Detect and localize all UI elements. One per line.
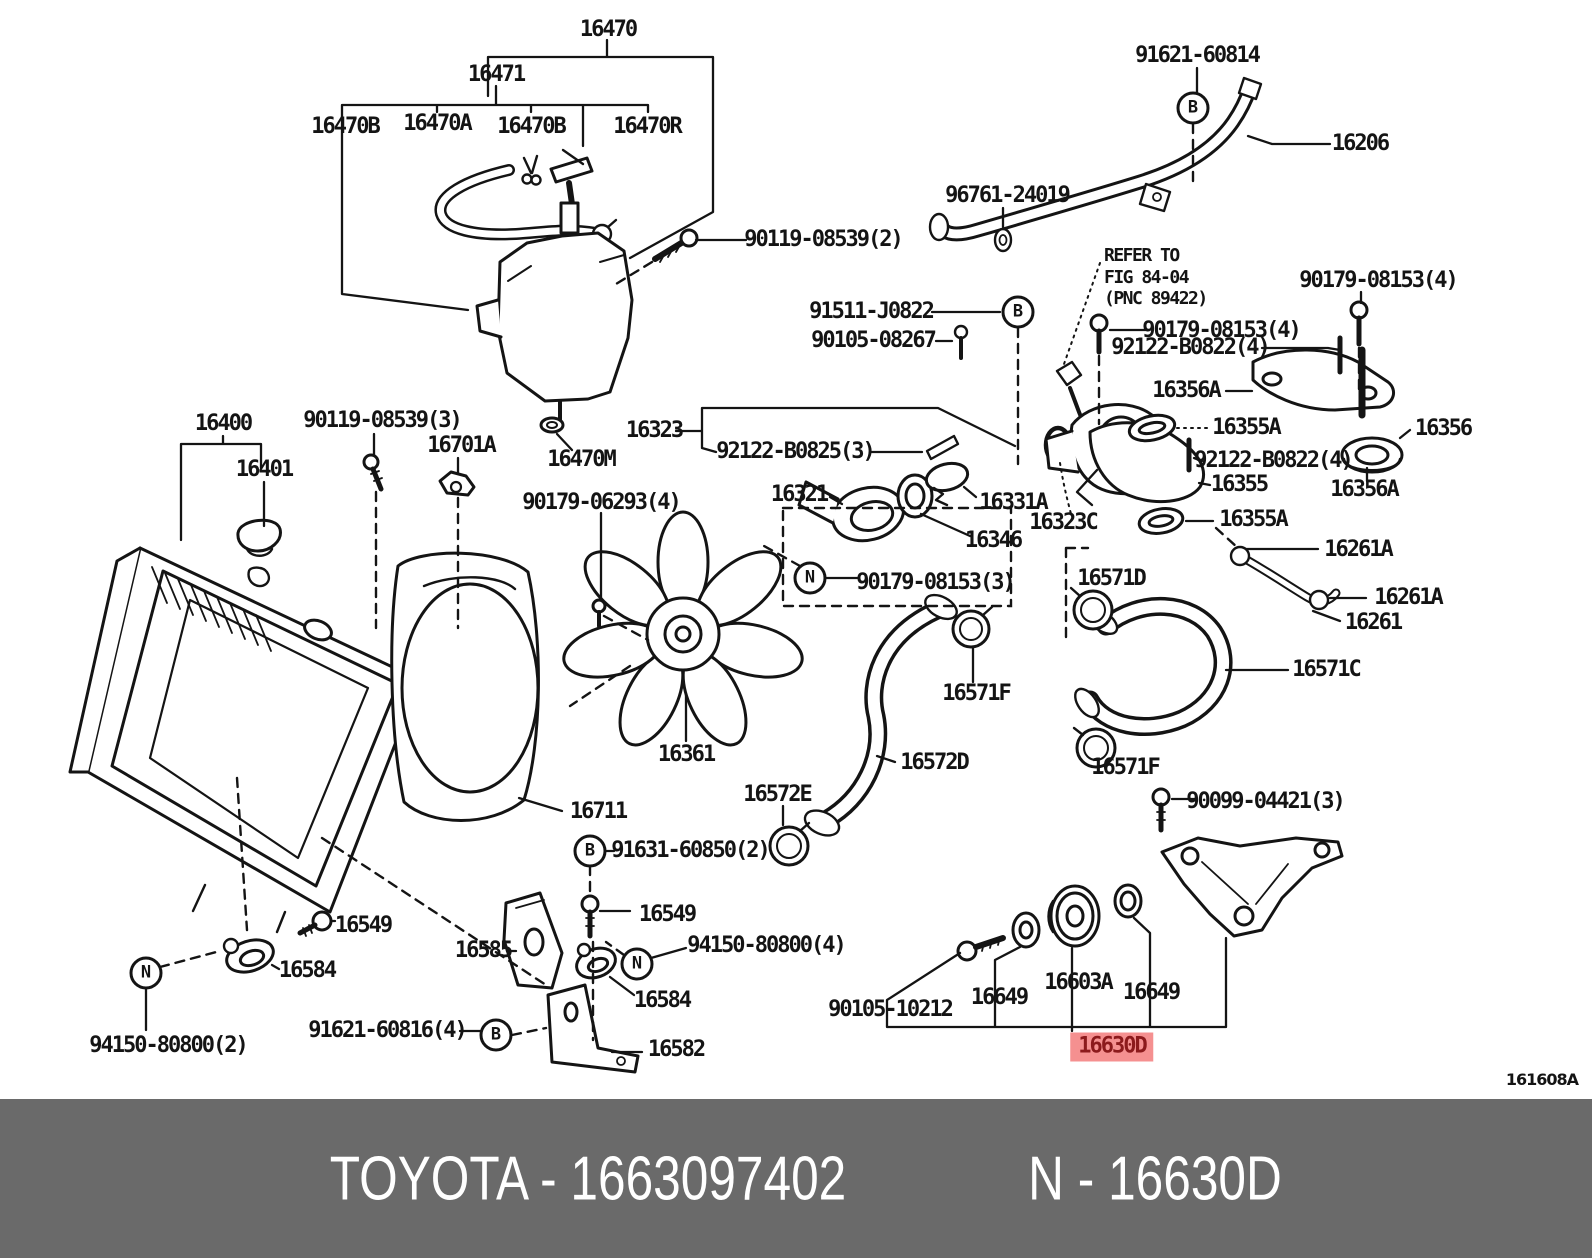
part-label[interactable]: 16355A xyxy=(1219,507,1288,532)
part-label[interactable]: 16356 xyxy=(1414,416,1473,441)
dashed-lines xyxy=(158,122,1361,1042)
footer-part-number: TOYOTA - 1663097402 xyxy=(329,1144,847,1213)
part-label[interactable]: 16470R xyxy=(613,114,682,139)
callout-N-icon: N xyxy=(793,561,827,595)
part-label[interactable]: 16571F xyxy=(1091,755,1160,780)
part-label[interactable]: 16261A xyxy=(1374,585,1443,610)
part-label[interactable]: 91621-60816(4) xyxy=(308,1018,467,1043)
callout-B-icon: B xyxy=(1176,91,1210,125)
callout-B-icon: B xyxy=(573,834,607,868)
part-label[interactable]: 16470A xyxy=(403,111,472,136)
part-label[interactable]: 16321 xyxy=(770,482,829,507)
part-label[interactable]: 91621-60814 xyxy=(1135,43,1261,68)
part-label[interactable]: 94150-80800(4) xyxy=(687,933,846,958)
part-shapes xyxy=(68,76,1404,1074)
part-label[interactable]: 92122-B0822(4) xyxy=(1194,448,1353,473)
part-label[interactable]: 96761-24019 xyxy=(945,183,1071,208)
part-label[interactable]: 16584 xyxy=(633,988,692,1013)
part-label[interactable]: 16206 xyxy=(1331,131,1390,156)
callout-N-icon: N xyxy=(129,956,163,990)
part-label[interactable]: 16582 xyxy=(647,1037,706,1062)
part-label[interactable]: 91511-J0822 xyxy=(809,299,935,324)
part-label[interactable]: 16572E xyxy=(743,782,812,807)
part-label[interactable]: 16361 xyxy=(657,742,716,767)
part-label[interactable]: 16331A xyxy=(979,490,1048,515)
callout-B-icon: B xyxy=(1001,295,1035,329)
part-label[interactable]: 16346 xyxy=(964,528,1023,553)
part-label[interactable]: 16572D xyxy=(900,750,969,775)
part-label[interactable]: 90099-04421(3) xyxy=(1186,789,1345,814)
part-label[interactable]: 16585 xyxy=(454,938,513,963)
part-label[interactable]: 16571D xyxy=(1077,566,1146,591)
part-label[interactable]: 16400 xyxy=(194,411,253,436)
dotted-lines xyxy=(1059,262,1208,515)
part-label[interactable]: 16261 xyxy=(1344,610,1403,635)
part-label[interactable]: 16584 xyxy=(278,958,337,983)
part-label[interactable]: 16355A xyxy=(1212,415,1281,440)
highlighted-part-label[interactable]: 16630D xyxy=(1070,1032,1154,1062)
part-label[interactable]: 90179-08153(4) xyxy=(1142,318,1301,343)
part-label[interactable]: 90179-08153(4) xyxy=(1299,268,1458,293)
part-label[interactable]: 16323C xyxy=(1029,510,1098,535)
callout-N-icon: N xyxy=(620,947,654,981)
callout-B-icon: B xyxy=(479,1018,513,1052)
part-label[interactable]: 92122-B0825(3) xyxy=(716,439,875,464)
part-label[interactable]: 16471 xyxy=(467,62,526,87)
part-label[interactable]: 16549 xyxy=(638,902,697,927)
part-label[interactable]: 16470M xyxy=(547,447,616,472)
part-label[interactable]: 90179-08153(3) xyxy=(856,570,1015,595)
footer-bar: TOYOTA - 1663097402 N - 16630D xyxy=(0,1099,1592,1258)
part-label[interactable]: 16649 xyxy=(1122,980,1181,1005)
part-label[interactable]: 94150-80800(2) xyxy=(89,1033,248,1058)
part-label[interactable]: 16549 xyxy=(334,913,393,938)
part-label[interactable]: 90105-10212 xyxy=(828,997,954,1022)
part-label[interactable]: 16323 xyxy=(625,418,684,443)
part-label[interactable]: 16401 xyxy=(235,457,294,482)
part-label[interactable]: 90119-08539(2) xyxy=(744,227,903,252)
sheet-code: 161608A xyxy=(1505,1070,1579,1089)
part-label[interactable]: 16649 xyxy=(970,985,1029,1010)
part-label[interactable]: 16603A xyxy=(1044,970,1113,995)
part-label[interactable]: 91631-60850(2) xyxy=(611,838,770,863)
leader-lines xyxy=(144,38,1412,1054)
part-label[interactable]: 16571C xyxy=(1292,657,1361,682)
part-label[interactable]: 16355 xyxy=(1210,472,1269,497)
part-label[interactable]: 16711 xyxy=(569,799,628,824)
part-label[interactable]: 16261A xyxy=(1324,537,1393,562)
part-label[interactable]: 16470B xyxy=(311,114,380,139)
footer-pnc-code: N - 16630D xyxy=(1028,1144,1282,1213)
part-label[interactable]: 90179-06293(4) xyxy=(522,490,681,515)
part-label[interactable]: 90119-08539(3) xyxy=(303,408,462,433)
part-label[interactable]: 16470 xyxy=(579,17,638,42)
part-label[interactable]: 92122-B0822(4) xyxy=(1111,335,1270,360)
part-label[interactable]: 16701A xyxy=(427,433,496,458)
part-label[interactable]: 16356A xyxy=(1152,378,1221,403)
part-label[interactable]: 16356A xyxy=(1330,477,1399,502)
part-label[interactable]: 16470B xyxy=(497,114,566,139)
part-label[interactable]: 16571F xyxy=(942,681,1011,706)
part-label[interactable]: 90105-08267 xyxy=(811,328,937,353)
refer-note: REFER TO FIG 84-04 (PNC 89422) xyxy=(1104,245,1208,309)
